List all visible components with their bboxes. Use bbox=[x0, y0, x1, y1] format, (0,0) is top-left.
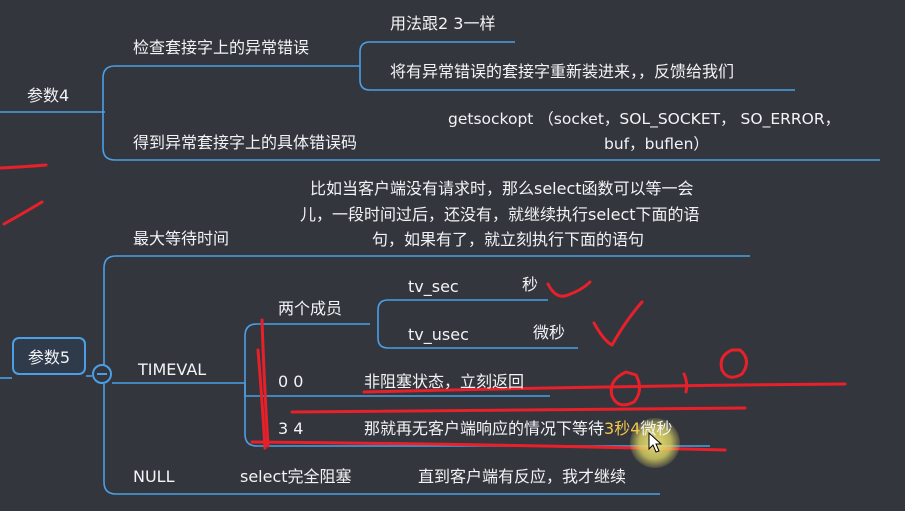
connector-lines bbox=[0, 41, 880, 495]
two-members-label: 两个成员 bbox=[278, 299, 343, 318]
get-error-label: 得到异常套接字上的具体错误码 bbox=[133, 133, 358, 152]
param5-branch-maxwait bbox=[103, 255, 750, 374]
nonblocking-desc: 非阻塞状态，立刻返回 bbox=[364, 372, 525, 391]
annotation-check-1 bbox=[546, 280, 592, 298]
getsockopt-line1: getsockopt （socket，SOL_SOCKET， SO_ERROR， bbox=[448, 110, 841, 128]
check-exception-label: 检查套接字上的异常错误 bbox=[133, 38, 310, 57]
zero-zero-label: 0 0 bbox=[278, 372, 304, 391]
annotation-mark-1 bbox=[0, 163, 48, 170]
param5-label: 参数5 bbox=[27, 348, 71, 367]
tv-sec-label: tv_sec bbox=[408, 277, 459, 296]
collapse-toggle-icon[interactable] bbox=[92, 364, 112, 384]
getsockopt-line2: buf，buflen） bbox=[604, 135, 709, 153]
until-response-desc: 直到客户端有反应，我才继续 bbox=[418, 467, 627, 486]
annotation-circle-zero-2 bbox=[719, 348, 748, 379]
wait-desc: 那就再无客户端响应的情况下等待3秒4微秒 bbox=[364, 419, 672, 439]
annotation-underline-2 bbox=[290, 406, 747, 414]
timeval-label: TIMEVAL bbox=[138, 360, 207, 379]
null-label: NULL bbox=[133, 467, 175, 486]
annotation-mark-2 bbox=[2, 200, 44, 226]
annotation-vertical-2 bbox=[256, 348, 267, 450]
annotation-check-2 bbox=[592, 300, 644, 347]
tv-usec-label: tv_usec bbox=[408, 325, 469, 344]
check-subbranch-2 bbox=[359, 66, 795, 91]
three-four-label: 3 4 bbox=[278, 419, 304, 438]
param4-branch bbox=[102, 65, 360, 112]
members-sub-2 bbox=[377, 324, 578, 349]
timeval-sub-34 bbox=[244, 383, 710, 447]
wait-desc-prefix: 那就再无客户端响应的情况下等待 bbox=[364, 419, 605, 438]
annotation-vertical-1 bbox=[260, 318, 270, 448]
max-wait-desc-line3: 句，如果有了，就立刻执行下面的语句 bbox=[372, 230, 645, 249]
mouse-cursor-icon bbox=[648, 432, 663, 453]
tv-usec-unit: 微秒 bbox=[533, 323, 566, 342]
readd-desc-label: 将有异常错误的套接字重新装进来，，反馈给我们 bbox=[390, 62, 735, 81]
annotation-circle-zero bbox=[609, 370, 641, 407]
timeval-sub bbox=[244, 323, 370, 383]
param4-branch-lower bbox=[102, 112, 880, 161]
max-wait-label: 最大等待时间 bbox=[133, 229, 230, 248]
param5-branch-null bbox=[103, 384, 660, 495]
tv-sec-unit: 秒 bbox=[522, 275, 539, 294]
param5-node[interactable]: 参数5 bbox=[12, 337, 86, 375]
param4-label: 参数4 bbox=[27, 86, 70, 105]
same-usage-label: 用法跟2 3一样 bbox=[390, 14, 496, 33]
wait-desc-highlight: 3秒4 bbox=[604, 419, 641, 438]
max-wait-desc-line2: 儿，一段时间过后，还没有，就继续执行select下面的语 bbox=[300, 205, 700, 224]
annotation-comma bbox=[682, 372, 689, 394]
annotation-underline-1 bbox=[362, 382, 847, 394]
members-sub bbox=[377, 299, 548, 324]
wait-desc-suffix: 微秒 bbox=[640, 419, 673, 438]
max-wait-desc-line1: 比如当客户端没有请求时，那么select函数可以等一会 bbox=[310, 179, 694, 198]
check-subbranch bbox=[359, 41, 515, 66]
select-block-label: select完全阻塞 bbox=[240, 467, 352, 486]
